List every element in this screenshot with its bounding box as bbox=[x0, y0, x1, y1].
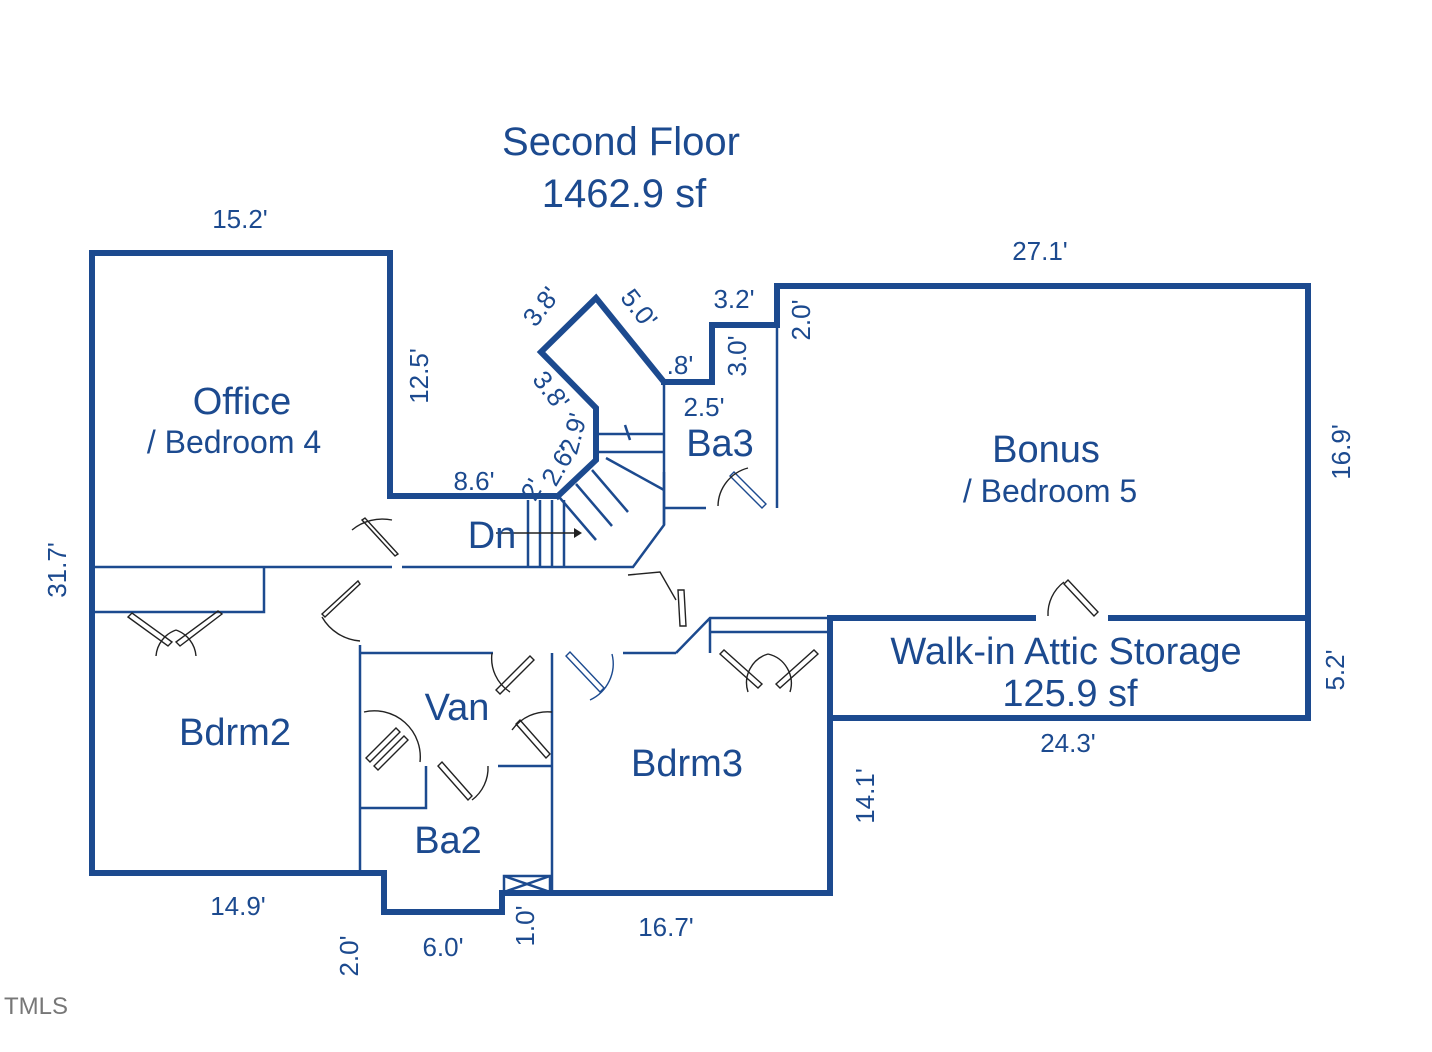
stair-tread-7 bbox=[591, 469, 629, 513]
dim-closet-jog: 1.0' bbox=[510, 905, 540, 946]
stair-tread-6 bbox=[575, 483, 613, 527]
floor-area: 1462.9 sf bbox=[542, 172, 707, 216]
stairs-dn-label: Dn bbox=[468, 515, 517, 557]
room-office-label: Office bbox=[193, 381, 292, 423]
dim-bonus-width: 27.1' bbox=[1012, 236, 1068, 266]
dim-office-width: 15.2' bbox=[212, 204, 268, 234]
dim-ba3-side: 3.0' bbox=[722, 335, 752, 376]
dim-bdrm2-width: 14.9' bbox=[210, 891, 266, 921]
dim-bdrm3-width: 16.7' bbox=[638, 912, 694, 942]
dim-bonus-depth: 16.9' bbox=[1326, 424, 1356, 480]
stair-tread-8 bbox=[605, 456, 665, 492]
van-door bbox=[490, 652, 535, 695]
room-bonus-sublabel: / Bedroom 5 bbox=[963, 473, 1137, 509]
dim-stair-c: 3.8' bbox=[527, 365, 576, 416]
bdrm2-van-door bbox=[363, 710, 421, 771]
bdrm3-closet bbox=[675, 616, 830, 654]
dim-attic-depth: 5.2' bbox=[1320, 649, 1350, 690]
stair-outline bbox=[518, 472, 666, 569]
office-wall bbox=[89, 250, 561, 876]
dim-ba2-jog: 2.0' bbox=[334, 935, 364, 976]
dim-stair-g: .8' bbox=[667, 350, 694, 380]
dim-overall-depth: 31.7' bbox=[42, 542, 72, 598]
bonus-door bbox=[1036, 578, 1108, 624]
ba2-door bbox=[437, 760, 489, 802]
room-van-label: Van bbox=[425, 687, 490, 729]
dim-office-depth: 12.5' bbox=[404, 348, 434, 404]
dim-ba3-width: 2.5' bbox=[683, 392, 724, 422]
dim-stair-a: 3.8' bbox=[516, 281, 565, 332]
floor-title: Second Floor bbox=[502, 120, 740, 164]
closet-x-box bbox=[502, 874, 552, 894]
bdrm2-closet-doors bbox=[126, 610, 224, 657]
room-bdrm2-label: Bdrm2 bbox=[179, 712, 291, 754]
room-attic-area: 125.9 sf bbox=[1002, 673, 1138, 715]
bdrm3-closet-doors bbox=[718, 649, 820, 693]
dim-bonus-jog: 2.0' bbox=[786, 299, 816, 340]
dim-ba2-width: 6.0' bbox=[422, 932, 463, 962]
bonus-wall bbox=[661, 283, 1311, 621]
room-ba3-label: Ba3 bbox=[686, 423, 754, 465]
room-attic-label: Walk-in Attic Storage bbox=[890, 631, 1241, 673]
dim-ba3-top: 3.2' bbox=[713, 284, 754, 314]
bdrm2-closet bbox=[92, 567, 266, 614]
mls-watermark: TMLS bbox=[4, 993, 68, 1020]
room-bdrm3-label: Bdrm3 bbox=[631, 743, 743, 785]
dim-hall-run: 8.6' bbox=[453, 466, 494, 496]
stair-wall bbox=[536, 293, 669, 501]
room-bonus-label: Bonus bbox=[992, 429, 1100, 471]
bdrm2-hall-door bbox=[320, 579, 361, 642]
south-wall bbox=[89, 615, 833, 915]
ba2-wall bbox=[360, 766, 428, 810]
room-office-sublabel: / Bedroom 4 bbox=[147, 424, 321, 460]
stair-rail bbox=[623, 424, 632, 441]
exterior-walls bbox=[89, 250, 1311, 915]
office-door bbox=[351, 517, 400, 557]
closet-x-2 bbox=[503, 874, 551, 894]
attic-wall bbox=[827, 615, 1311, 721]
stair-tread-5 bbox=[559, 497, 597, 541]
ba3-door bbox=[717, 467, 767, 509]
hall-door-blue bbox=[565, 650, 614, 701]
dim-attic-width: 24.3' bbox=[1040, 728, 1096, 758]
dim-bdrm3-depth: 14.1' bbox=[850, 768, 880, 824]
bdrm3-van-door bbox=[511, 711, 553, 760]
hall-bifold bbox=[627, 571, 687, 627]
room-ba2-label: Ba2 bbox=[414, 820, 482, 862]
stairs-down-arrow bbox=[496, 528, 582, 538]
doors bbox=[126, 467, 1108, 802]
